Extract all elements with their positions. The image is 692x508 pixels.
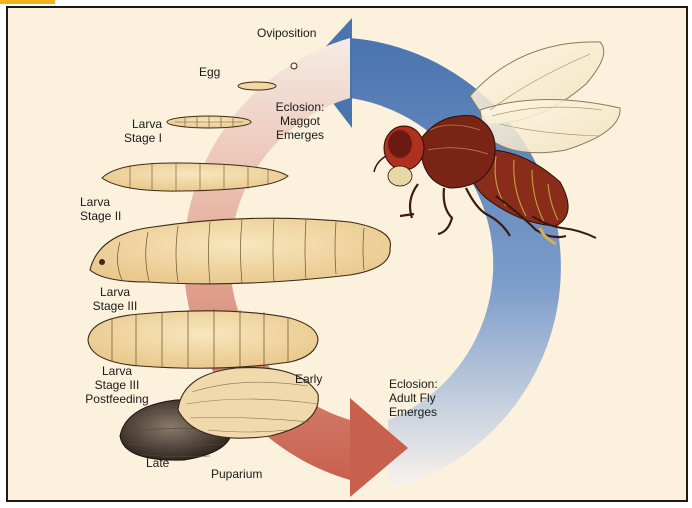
label-larva-stage-2: Larva Stage II <box>80 195 121 223</box>
label-line: Stage III <box>78 378 156 392</box>
label-line: Larva <box>80 195 121 209</box>
label-larva-stage-1: Larva Stage I <box>104 117 162 145</box>
label-larva-postfeeding: Larva Stage III Postfeeding <box>78 364 156 406</box>
label-late: Late <box>146 456 169 470</box>
label-line: Emerges <box>272 128 328 142</box>
label-line: Maggot <box>272 114 328 128</box>
larva-postfeeding-illustration <box>88 309 318 370</box>
label-egg: Egg <box>199 65 220 79</box>
label-eclosion-adult: Eclosion: Adult Fly Emerges <box>389 377 438 419</box>
label-line: Adult Fly <box>389 391 438 405</box>
label-line: Postfeeding <box>78 392 156 406</box>
label-early: Early <box>295 372 322 386</box>
label-line: Larva <box>80 285 150 299</box>
oviposited-egg <box>291 63 297 69</box>
label-larva-stage-3: Larva Stage III <box>80 285 150 313</box>
label-line: Eclosion: <box>389 377 438 391</box>
label-line: Stage I <box>104 131 162 145</box>
label-oviposition: Oviposition <box>257 26 316 40</box>
larva-stage-1-illustration <box>167 116 251 128</box>
label-line: Larva <box>78 364 156 378</box>
larva-stage-2-illustration <box>102 163 288 191</box>
label-line: Stage II <box>80 209 121 223</box>
label-eclosion-maggot: Eclosion: Maggot Emerges <box>272 100 328 142</box>
label-line: Stage III <box>80 299 150 313</box>
label-puparium: Puparium <box>211 467 262 481</box>
label-line: Eclosion: <box>272 100 328 114</box>
larva-stage-3-illustration <box>90 218 391 284</box>
label-line: Emerges <box>389 405 438 419</box>
label-line: Larva <box>104 117 162 131</box>
